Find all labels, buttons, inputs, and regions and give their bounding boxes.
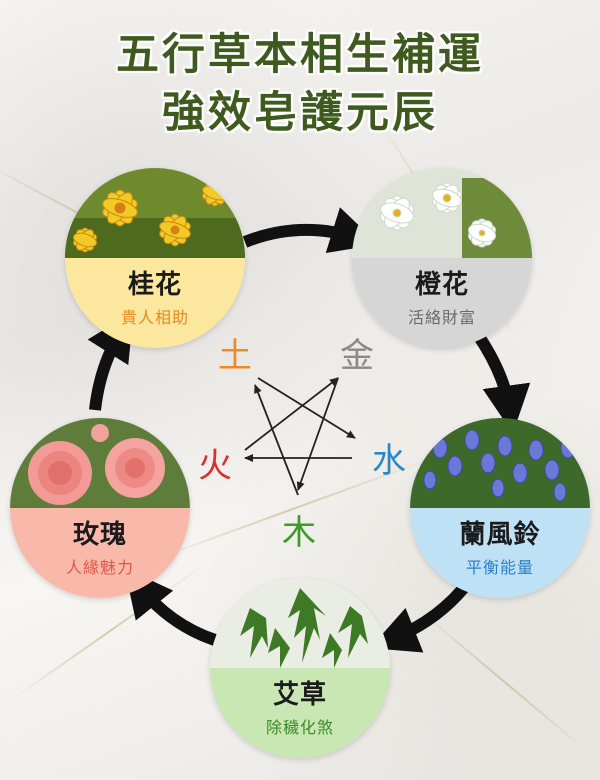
herb-card-lanfengling: 蘭風鈴 平衡能量 [410,418,590,598]
herb-card-guihua: 桂花 貴人相助 [65,168,245,348]
star-metal-to-wood [296,377,339,491]
herb-benefit: 人緣魅力 [65,558,134,577]
herb-card-aicao: 艾草 除穢化煞 [210,578,390,758]
arrow-guihua-to-chenghua [242,207,379,254]
herb-card-chenghua: 橙花 活絡財富 [352,168,532,348]
herb-benefit: 平衡能量 [465,558,534,577]
star-wood-to-earth [254,384,299,496]
herb-label-band: 蘭風鈴 平衡能量 [410,508,590,598]
mugwort-photo [210,578,390,668]
element-water: 水 [372,441,406,481]
orange-blossom-photo [352,168,532,258]
herb-name: 艾草 [272,680,327,710]
rose-photo [10,418,190,508]
herb-card-meigui: 玫瑰 人緣魅力 [10,418,190,598]
herb-label-band: 橙花 活絡財富 [352,258,532,348]
page-title-line-2: 強效皂護元辰 [162,88,438,138]
herb-name: 蘭風鈴 [459,520,541,550]
herb-label-band: 玫瑰 人緣魅力 [10,508,190,598]
herb-name: 橙花 [414,270,469,300]
herb-benefit: 活絡財富 [407,308,476,327]
herb-benefit: 除穢化煞 [265,718,334,737]
element-fire: 火 [198,446,232,486]
page-title-line-1: 五行草本相生補運 [116,30,484,80]
herb-name: 玫瑰 [72,520,127,550]
star-earth-to-water [257,377,356,439]
herb-name: 桂花 [127,270,182,300]
star-fire-to-metal [244,377,339,451]
osmanthus-photo [65,168,245,258]
bluebell-photo [410,418,590,508]
herb-label-band: 桂花 貴人相助 [65,258,245,348]
herb-label-band: 艾草 除穢化煞 [210,668,390,758]
element-wood: 木 [282,513,316,553]
herb-benefit: 貴人相助 [120,308,189,327]
